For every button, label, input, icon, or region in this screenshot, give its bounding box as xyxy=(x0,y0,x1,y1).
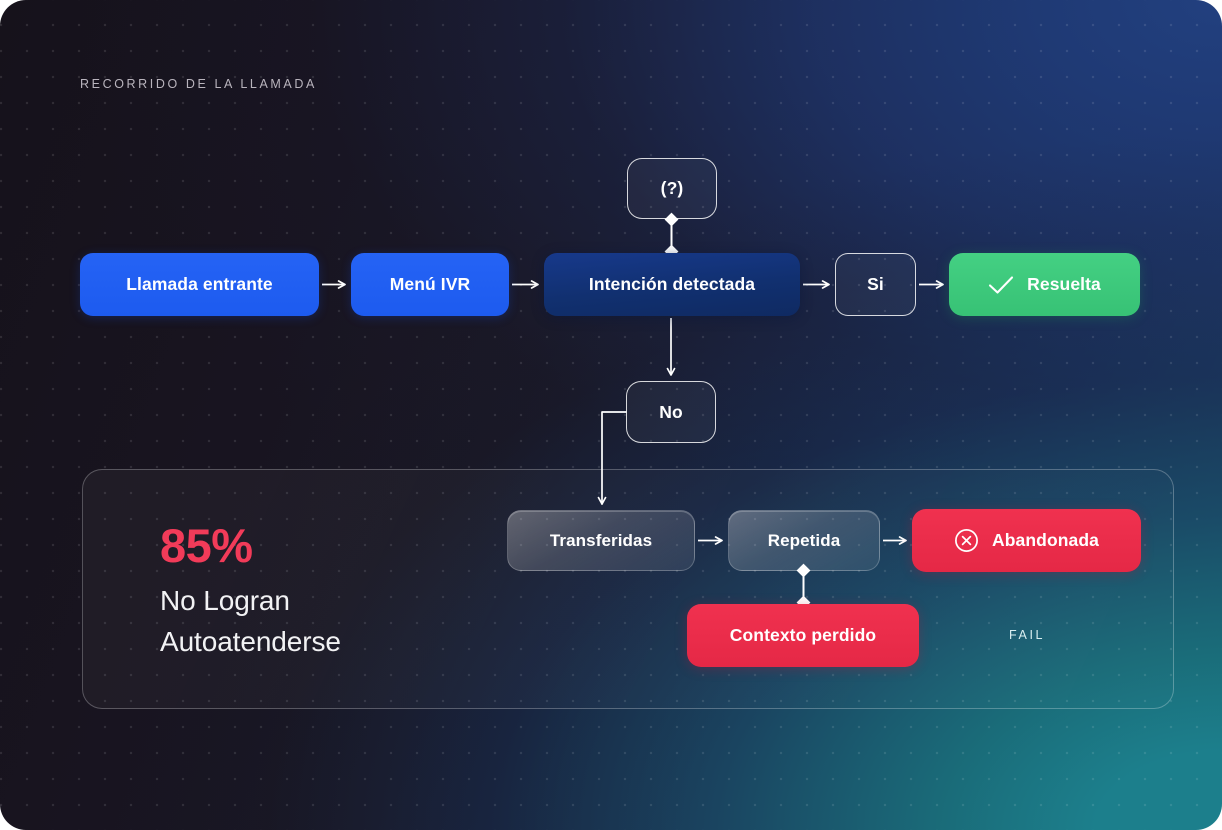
fail-status-label: FAIL xyxy=(1009,628,1046,642)
stat-block: 85% No Logran Autoatenderse xyxy=(160,522,490,662)
connector-question-to-intencion xyxy=(664,212,679,259)
stat-caption-line-2: Autoatenderse xyxy=(160,626,341,658)
node-label: Abandonada xyxy=(992,530,1099,550)
node-llamada-entrante[interactable]: Llamada entrante xyxy=(80,253,319,316)
stat-caption-line-1: No Logran xyxy=(160,585,290,616)
node-label: Transferidas xyxy=(549,530,653,550)
node-abandonada[interactable]: Abandonada xyxy=(912,509,1141,572)
node-contexto-perdido[interactable]: Contexto perdido xyxy=(687,604,919,667)
node-transferidas[interactable]: Transferidas xyxy=(507,510,695,571)
node-repetida[interactable]: Repetida xyxy=(728,510,880,571)
node-label: (?) xyxy=(660,178,684,198)
check-icon xyxy=(988,275,1014,295)
node-label: Contexto perdido xyxy=(729,625,877,645)
node-label: Llamada entrante xyxy=(126,274,273,294)
stat-percentage: 85% xyxy=(160,519,253,572)
circle-x-icon xyxy=(954,528,979,553)
node-question-marker[interactable]: (?) xyxy=(627,158,717,219)
node-label: Si xyxy=(867,274,884,294)
node-label: Repetida xyxy=(767,530,841,550)
node-menu-ivr[interactable]: Menú IVR xyxy=(351,253,509,316)
node-label: Resuelta xyxy=(1027,274,1101,294)
node-decision-no[interactable]: No xyxy=(626,381,716,443)
node-resuelta[interactable]: Resuelta xyxy=(949,253,1140,316)
page-title: RECORRIDO DE LA LLAMADA xyxy=(80,77,317,91)
node-label: Intención detectada xyxy=(588,274,756,294)
node-intencion-detectada[interactable]: Intención detectada xyxy=(544,253,800,316)
node-label: No xyxy=(659,401,683,422)
node-decision-si[interactable]: Si xyxy=(835,253,916,316)
node-label: Menú IVR xyxy=(389,274,471,294)
